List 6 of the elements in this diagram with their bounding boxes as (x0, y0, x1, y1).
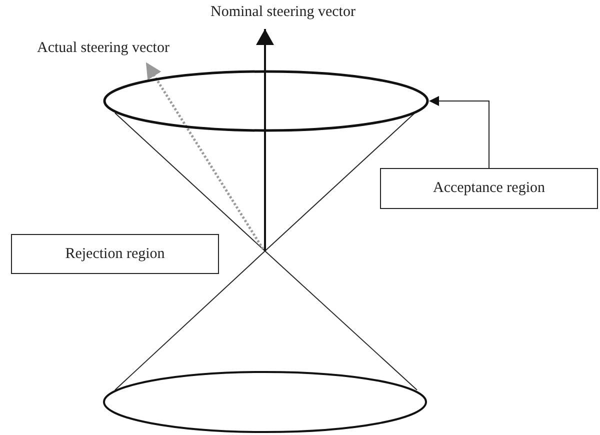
leader-line (429, 96, 490, 168)
region-label-box: Rejection region (11, 234, 219, 274)
vector-label: Actual steering vector (37, 40, 170, 57)
ellipse-shape (103, 70, 429, 132)
vector-label: Nominal steering vector (210, 4, 356, 21)
region-label-box: Acceptance region (380, 168, 598, 209)
